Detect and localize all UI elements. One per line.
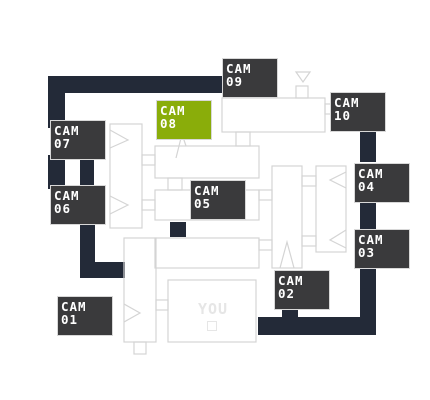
- camera-label-cam: CAM: [358, 166, 384, 181]
- camera-label-number: 07: [54, 135, 72, 151]
- vent-segment: [48, 155, 65, 189]
- door-tab: [235, 131, 251, 147]
- vent-segment: [360, 128, 376, 162]
- cam02-cone: [279, 239, 295, 269]
- camera-button-cam07[interactable]: CAM 07: [50, 120, 106, 160]
- door-tab: [133, 341, 147, 355]
- vent-segment: [258, 317, 376, 335]
- door-tab: [167, 177, 183, 191]
- camera-label-cam: CAM: [61, 299, 87, 314]
- vent-segment: [170, 222, 186, 237]
- camera-label-number: 02: [278, 285, 296, 301]
- office-you-label: YOU: [198, 300, 229, 318]
- camera-button-cam08[interactable]: CAM 08: [156, 100, 212, 140]
- camera-label-cam: CAM: [226, 61, 252, 76]
- camera-label-number: 01: [61, 311, 79, 327]
- room-hall: [154, 237, 260, 269]
- camera-button-cam01[interactable]: CAM 01: [57, 296, 113, 336]
- room-cam04: [315, 165, 347, 253]
- camera-button-cam02[interactable]: CAM 02: [274, 270, 330, 310]
- vent-segment: [80, 262, 125, 278]
- camera-label-cam: CAM: [54, 123, 80, 138]
- door-tab: [258, 189, 273, 201]
- cam01-cone: [123, 303, 142, 323]
- camera-label-cam: CAM: [160, 103, 186, 118]
- door-tab: [141, 154, 156, 166]
- room-cam08: [154, 145, 260, 179]
- cam03-cone: [328, 229, 347, 249]
- vent-segment: [360, 200, 376, 230]
- camera-button-cam04[interactable]: CAM 04: [354, 163, 410, 203]
- office-marker-icon: [207, 321, 217, 331]
- vent-segment: [48, 76, 224, 93]
- camera-label-number: 08: [160, 115, 178, 131]
- cam06-cone: [109, 195, 130, 215]
- camera-button-cam10[interactable]: CAM 10: [330, 92, 386, 132]
- door-tab: [258, 239, 273, 251]
- camera-button-cam09[interactable]: CAM 09: [222, 58, 278, 98]
- north-arrow: [294, 71, 312, 84]
- camera-label-number: 09: [226, 73, 244, 89]
- door-tab: [155, 299, 169, 311]
- camera-button-cam03[interactable]: CAM 03: [354, 229, 410, 269]
- camera-button-cam05[interactable]: CAM 05: [190, 180, 246, 220]
- door-tab: [295, 85, 309, 99]
- cam07-cone: [109, 129, 130, 149]
- camera-label-number: 03: [358, 244, 376, 260]
- camera-label-cam: CAM: [194, 183, 220, 198]
- room-cam09: [221, 97, 326, 133]
- camera-label-number: 06: [54, 200, 72, 216]
- door-tab: [141, 199, 156, 211]
- camera-label-number: 10: [334, 107, 352, 123]
- door-tab: [301, 175, 317, 187]
- door-tab: [301, 235, 317, 247]
- room-cam01: [123, 237, 157, 343]
- room-cam02: [271, 165, 303, 269]
- room-cam07: [109, 123, 143, 229]
- camera-label-number: 05: [194, 195, 212, 211]
- vent-segment: [48, 76, 65, 128]
- cam04-cone: [328, 171, 347, 189]
- camera-label-cam: CAM: [54, 188, 80, 203]
- camera-label-cam: CAM: [334, 95, 360, 110]
- room-office: [167, 279, 257, 343]
- camera-label-cam: CAM: [358, 232, 384, 247]
- camera-label-cam: CAM: [278, 273, 304, 288]
- camera-button-cam06[interactable]: CAM 06: [50, 185, 106, 225]
- camera-label-number: 04: [358, 178, 376, 194]
- vent-segment: [80, 155, 94, 188]
